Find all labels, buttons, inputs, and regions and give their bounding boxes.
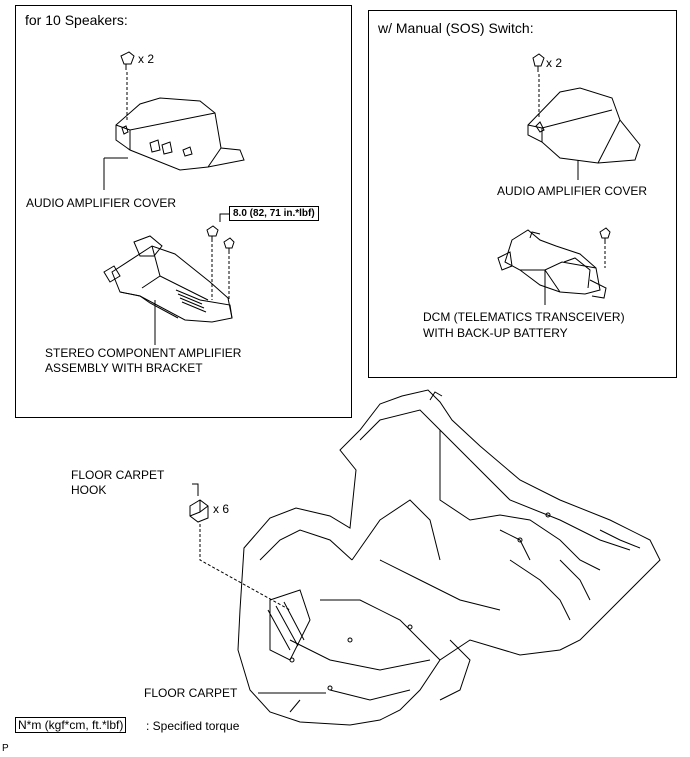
carpet-hook-point xyxy=(517,537,523,543)
torque-spec-box: 8.0 (82, 71 in.*lbf) xyxy=(229,206,319,221)
screw-left-amplifier xyxy=(206,213,235,300)
panel-title-manual-sos-switch: w/ Manual (SOS) Switch: xyxy=(378,20,534,36)
stereo-amplifier-label-line1: STEREO COMPONENT AMPLIFIER xyxy=(45,346,242,360)
audio-amplifier-cover-label-left: AUDIO AMPLIFIER COVER xyxy=(26,196,177,210)
panel-10-speakers xyxy=(15,5,352,418)
stereo-amplifier-assembly xyxy=(103,235,233,345)
floor-carpet-outline xyxy=(237,389,661,726)
screw-quantity-left: x 2 xyxy=(138,52,155,66)
dcm-label-line1: DCM (TELEMATICS TRANSCEIVER) xyxy=(423,310,625,324)
torque-legend-description: : Specified torque xyxy=(146,719,240,733)
floor-carpet-hook xyxy=(189,483,291,611)
carpet-hook-point xyxy=(327,685,333,691)
carpet-hook-point xyxy=(545,512,551,518)
floor-carpet-hook-label-line2: HOOK xyxy=(71,483,107,497)
screw-dcm xyxy=(599,227,611,268)
screw-quantity-right: x 2 xyxy=(546,56,563,70)
carpet-hook-point xyxy=(289,657,295,663)
stereo-amplifier-label-line2: ASSEMBLY WITH BRACKET xyxy=(45,361,203,375)
corner-mark: P xyxy=(2,743,9,754)
carpet-hook-point xyxy=(347,637,353,643)
panel-manual-sos-switch xyxy=(368,10,677,378)
audio-amplifier-cover-label-right: AUDIO AMPLIFIER COVER xyxy=(497,184,648,198)
panel-title-10-speakers: for 10 Speakers: xyxy=(25,12,128,28)
floor-carpet-hook-label-line1: FLOOR CARPET xyxy=(71,468,165,482)
carpet-hook-point xyxy=(407,624,413,630)
screw-right-cover xyxy=(532,53,545,118)
screw-left-cover xyxy=(120,51,135,120)
audio-amplifier-cover-right xyxy=(527,87,641,180)
dcm-telematics-transceiver xyxy=(497,229,607,305)
audio-amplifier-cover-left xyxy=(103,97,245,190)
torque-legend-key: N*m (kgf*cm, ft.*lbf) xyxy=(15,717,127,733)
floor-carpet-hook-quantity: x 6 xyxy=(213,502,230,516)
floor-carpet-label: FLOOR CARPET xyxy=(144,686,238,700)
dcm-label-line2: WITH BACK-UP BATTERY xyxy=(423,326,568,340)
